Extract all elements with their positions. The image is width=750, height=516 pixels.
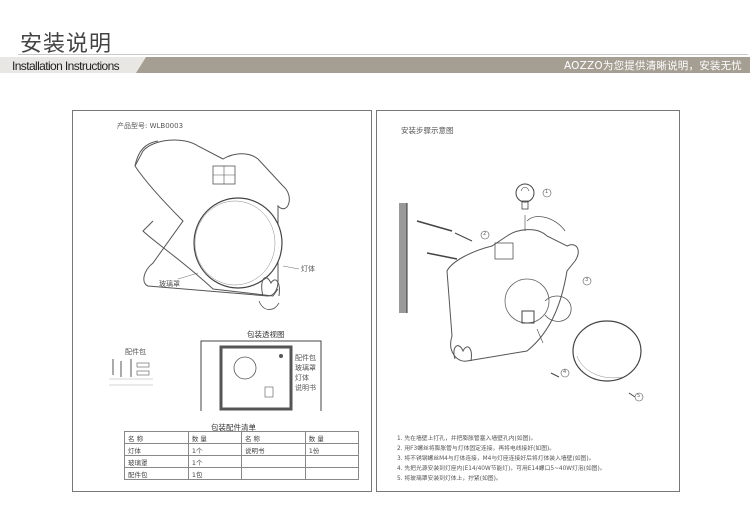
package-list-table: 名 称 数 量 名 称 数 量 灯体 1个 说明书 1份 玻璃罩 1个 配件包 … [124, 431, 360, 480]
note-line: 1. 先在墙壁上打孔，并把膨胀管塞入墙壁孔内(如图)。 [397, 436, 537, 442]
table-cell: 灯体 [124, 443, 189, 456]
accessory-pack-label: 配件包 [125, 348, 146, 356]
note-line: 2. 用F3螺丝将膨胀管与灯体固定连接，再将电线接好(如图)。 [397, 446, 556, 452]
package-view-box [109, 340, 322, 411]
label-glass-shade: 玻璃罩 [159, 280, 180, 288]
legend-item: 玻璃罩 [295, 364, 316, 372]
step-number: 5 [637, 393, 641, 399]
legend-item: 配件包 [295, 354, 316, 362]
table-cell: 配件包 [124, 467, 189, 480]
header-tagline: AOZZO为您提供清晰说明，安装无忧 [563, 60, 742, 72]
table-row: 玻璃罩 1个 [124, 455, 360, 468]
table-cell: 玻璃罩 [124, 455, 189, 468]
package-legend: 配件包 玻璃罩 灯体 说明书 [295, 353, 316, 393]
table-row: 灯体 1个 说明书 1份 [124, 443, 360, 456]
product-diagram-panel: 产品型号: WLB0003 灯体 玻璃罩 包装透视图 [72, 110, 372, 492]
step-number: 4 [563, 369, 567, 375]
legend-item: 说明书 [295, 384, 316, 392]
note-line: 4. 先把光源安装到灯座内(E14/40W节能灯)，可用E14螺口5~40W灯泡… [397, 466, 606, 472]
table-cell [240, 455, 306, 468]
page-title: 安装说明 [20, 32, 113, 57]
lamp-illustration [134, 139, 300, 310]
table-header-cell: 数 量 [187, 431, 242, 444]
title-underline [18, 54, 748, 55]
label-lamp-body: 灯体 [301, 265, 315, 273]
table-cell [240, 467, 306, 480]
legend-item: 灯体 [295, 374, 309, 382]
step-number: 3 [585, 277, 589, 283]
note-line: 5. 将玻璃罩安装到灯体上，拧紧(如图)。 [397, 476, 502, 482]
table-cell: 1份 [304, 443, 360, 456]
installation-steps-panel: 安装步骤示意图 1 [376, 110, 680, 492]
header-band-fill [136, 57, 750, 73]
table-header-cell: 名 称 [124, 431, 189, 444]
table-cell: 说明书 [240, 443, 306, 456]
step-number: 1 [545, 189, 549, 195]
installation-illustration [399, 183, 644, 402]
step-number: 2 [483, 231, 487, 237]
steps-diagram-title: 安装步骤示意图 [401, 126, 454, 135]
header-band [0, 57, 750, 73]
table-cell: 1个 [187, 455, 242, 468]
table-header-cell: 数 量 [304, 431, 360, 444]
product-number: 产品型号: WLB0003 [117, 122, 184, 130]
package-list-title: 包装配件清单 [211, 423, 256, 432]
package-view-title: 包装透视图 [247, 330, 285, 339]
table-cell [304, 467, 360, 480]
table-cell: 1包 [187, 467, 242, 480]
installation-notes: 1. 先在墙壁上打孔，并把膨胀管塞入墙壁孔内(如图)。 2. 用F3螺丝将膨胀管… [397, 434, 606, 484]
table-cell: 1个 [187, 443, 242, 456]
page-subtitle: Installation Instructions [12, 59, 120, 73]
table-header-row: 名 称 数 量 名 称 数 量 [124, 431, 360, 444]
table-header-cell: 名 称 [240, 431, 306, 444]
table-row: 配件包 1包 [124, 467, 360, 480]
note-line: 3. 将不锈钢螺丝M4与灯体连接，M4与灯座连接好后将灯体装入墙壁(如图)。 [397, 456, 595, 462]
table-cell [304, 455, 360, 468]
